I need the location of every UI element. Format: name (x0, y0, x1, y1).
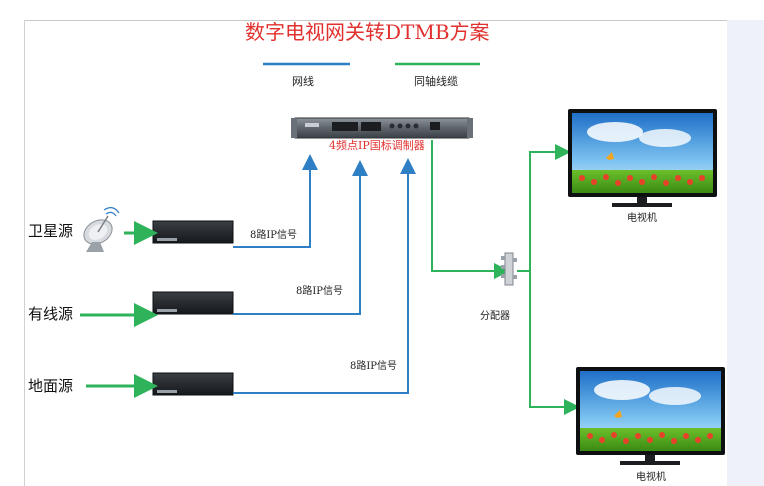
coax-to-tv-1 (529, 144, 571, 271)
signal-label-terrestrial: 8路IP信号 (350, 361, 398, 372)
legend-network-label: 网线 (292, 75, 314, 88)
coax-to-tv-2 (529, 271, 580, 415)
tv-2 (576, 367, 725, 465)
coax-modulator-to-splitter (431, 140, 510, 279)
side-panel (727, 20, 764, 486)
tv-1-label: 电视机 (627, 213, 657, 224)
tv-2-label: 电视机 (636, 472, 666, 483)
source-box-satellite (152, 220, 234, 244)
ip-line-satellite (233, 154, 318, 248)
ip-line-terrestrial (233, 158, 416, 394)
satellite-dish-icon (83, 207, 120, 252)
splitter-label: 分配器 (480, 311, 510, 322)
legend-coax-label: 同轴线缆 (414, 75, 458, 88)
diagram-title: 数字电视网关转DTMB方案 (245, 20, 490, 44)
signal-label-satellite: 8路IP信号 (250, 230, 298, 241)
modulator-device (291, 117, 473, 139)
source-box-cable (152, 291, 234, 315)
frame-top-border (24, 20, 727, 21)
source-label-cable: 有线源 (28, 305, 74, 323)
tv-1 (568, 109, 717, 207)
modulator-label: 4频点IP国标调制器 (329, 139, 425, 152)
splitter-device (501, 252, 517, 286)
source-box-terrestrial (152, 372, 234, 396)
frame-left-border (24, 20, 25, 486)
source-label-terrestrial: 地面源 (28, 377, 74, 395)
source-label-satellite: 卫星源 (28, 222, 74, 240)
ip-line-cable (233, 160, 368, 315)
signal-label-cable: 8路IP信号 (296, 286, 344, 297)
